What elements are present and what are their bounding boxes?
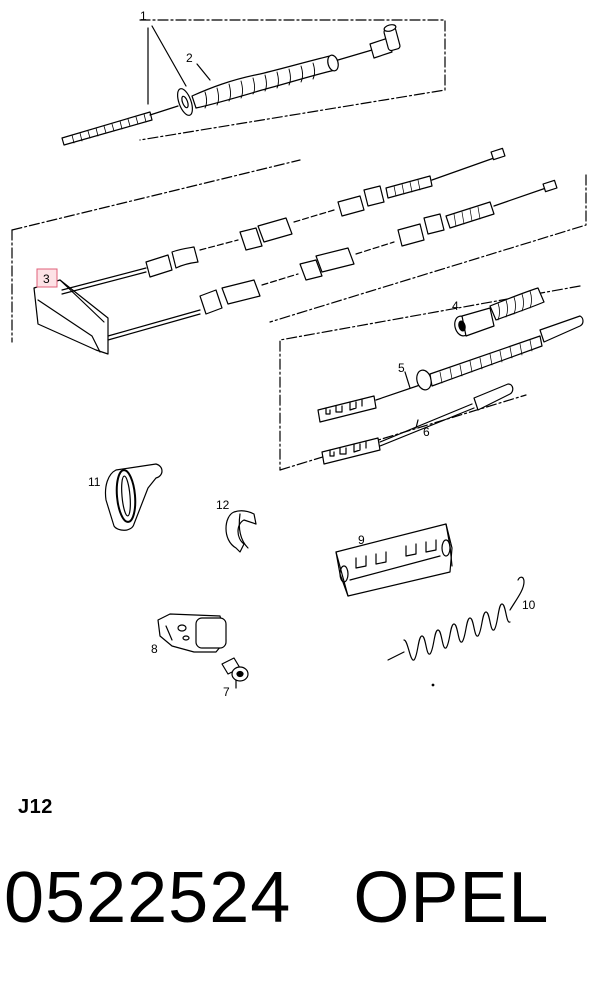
callout-3-highlight	[36, 268, 58, 288]
callout-11: 11	[88, 475, 101, 489]
callout-8: 8	[151, 642, 158, 656]
part-front-cable	[61, 19, 446, 146]
callout-9: 9	[358, 533, 365, 547]
callout-6: 6	[423, 425, 430, 439]
callout-10: 10	[522, 598, 536, 612]
part-9-bracket	[335, 523, 453, 597]
part-7-screw	[221, 657, 249, 689]
callout-4: 4	[452, 299, 459, 313]
callout-1: 1	[140, 9, 147, 23]
parts-exploded-diagram: 1 2 3 4 5 6 7 8 9 10 11 12	[11, 9, 587, 699]
callout-12: 12	[216, 498, 230, 512]
callout-7: 7	[223, 685, 230, 699]
part-11-clip	[104, 463, 163, 531]
part-12-retainer	[225, 510, 257, 553]
brand-name: OPEL	[353, 858, 550, 938]
part-cables-4-6	[279, 285, 584, 471]
part-rear-cables	[11, 147, 587, 355]
callout-2: 2	[186, 51, 193, 65]
callout-3: 3	[43, 272, 50, 286]
callout-5: 5	[398, 361, 405, 375]
part-number: 0522524	[4, 858, 292, 938]
sheet-code: J12	[18, 796, 53, 818]
part-8-bracket	[157, 613, 227, 653]
callout-labels: 1 2 3 4 5 6 7 8 9 10 11 12	[36, 9, 536, 699]
part-10-spring	[387, 576, 525, 661]
